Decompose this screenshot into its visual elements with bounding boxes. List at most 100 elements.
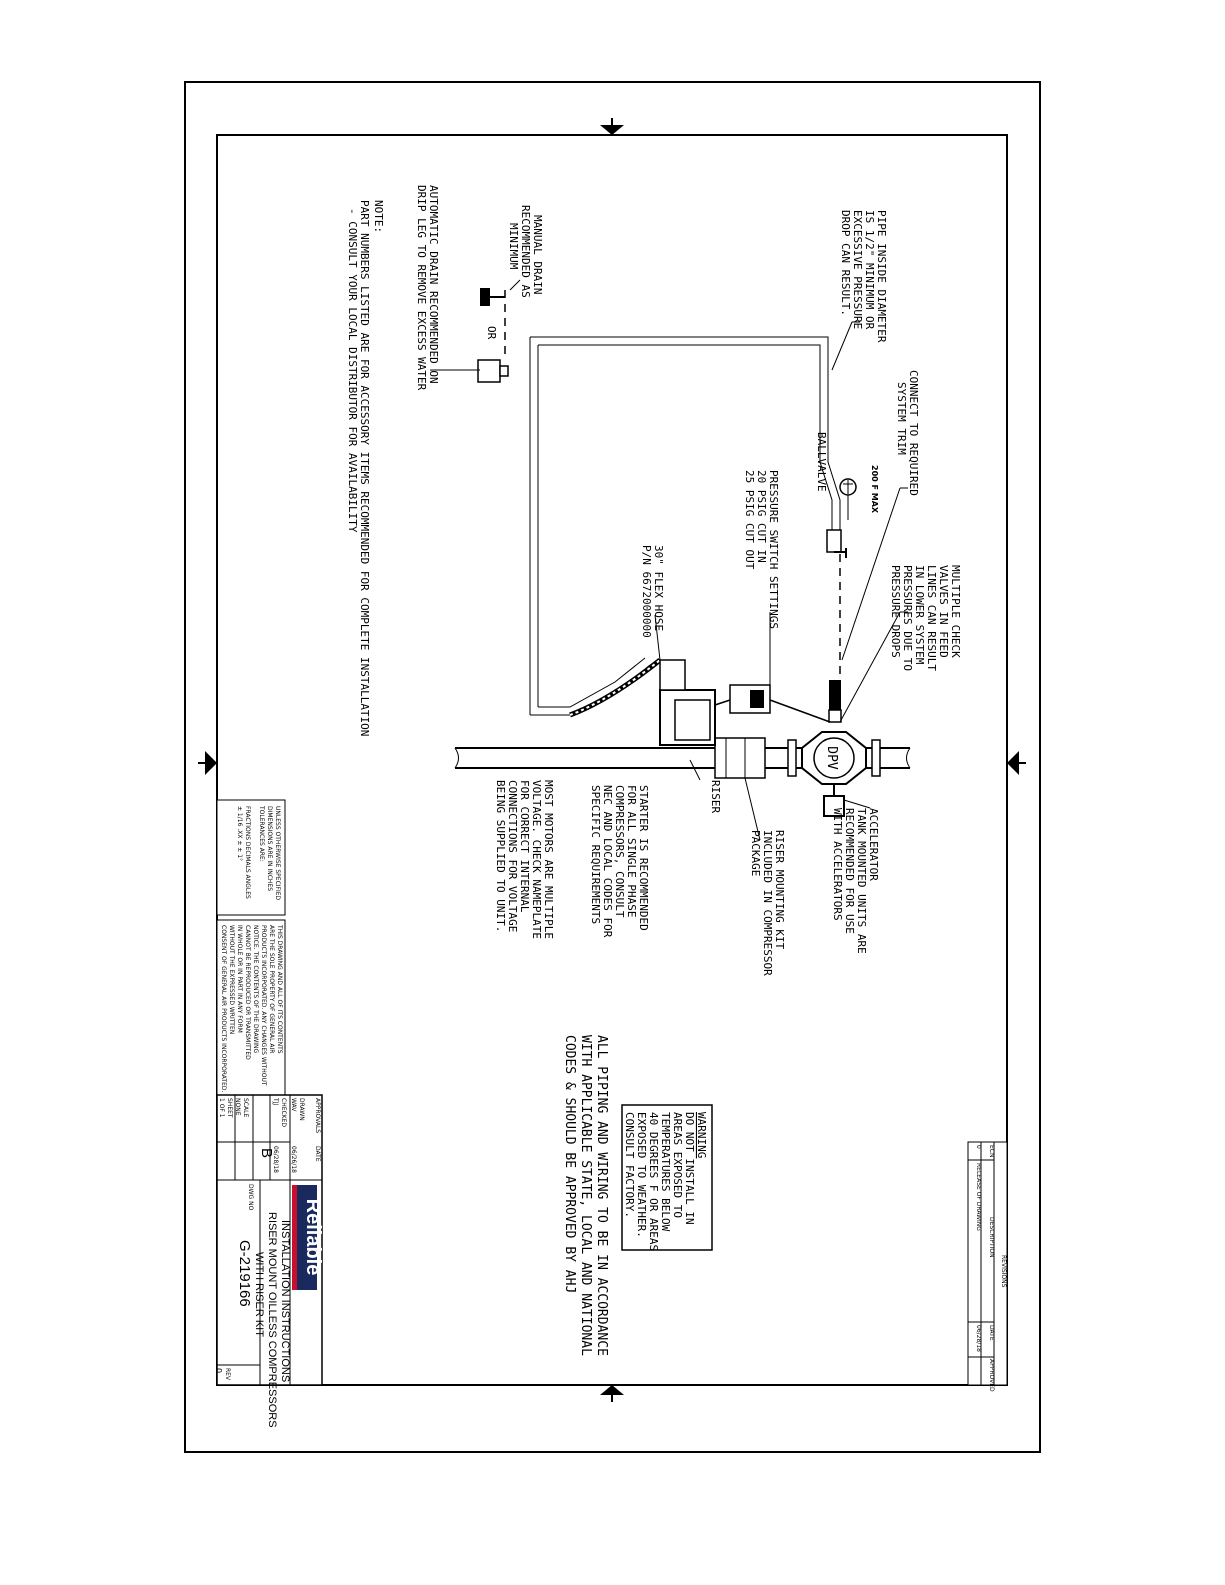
svg-text:REVISIONS: REVISIONS	[1000, 1255, 1007, 1288]
svg-text:TJJ: TJJ	[272, 1097, 279, 1105]
svg-text:VOLTAGE. CHECK NAMEPLATE: VOLTAGE. CHECK NAMEPLATE	[530, 780, 543, 939]
svg-text:CONNECTIONS FOR VOLTAGE: CONNECTIONS FOR VOLTAGE	[506, 780, 519, 932]
svg-text:MINIMUM: MINIMUM	[507, 223, 520, 270]
sheet-border	[184, 81, 1041, 1453]
svg-text:200 F MAX: 200 F MAX	[870, 465, 879, 514]
svg-text:PRESSURE SWITCH SETTINGS: PRESSURE SWITCH SETTINGS	[767, 470, 780, 629]
accelerator	[823, 784, 871, 817]
svg-text:RECOMMENDED AS: RECOMMENDED AS	[519, 205, 532, 298]
drawing-number: G-219166	[236, 1240, 253, 1307]
svg-text:CONSENT OF GENERAL AIR PRODUCT: CONSENT OF GENERAL AIR PRODUCTS INCORPOR…	[220, 925, 227, 1093]
manual-drain-valve	[480, 288, 505, 306]
svg-text:EXPOSED TO WEATHER.: EXPOSED TO WEATHER.	[635, 1112, 648, 1238]
svg-text:CANNOT BE REPRODUCED OR TRANSM: CANNOT BE REPRODUCED OR TRANSMITTED	[244, 925, 251, 1060]
svg-text:SCALE: SCALE	[242, 1098, 249, 1117]
flange-left	[787, 739, 797, 777]
svg-text:P/N 6672000000: P/N 6672000000	[640, 545, 653, 638]
svg-text:PART NUMBERS LISTED ARE FOR AC: PART NUMBERS LISTED ARE FOR ACCESSORY IT…	[358, 200, 371, 736]
svg-text:WITH ACCELERATORS: WITH ACCELERATORS	[831, 808, 844, 921]
center-mark-top	[600, 118, 624, 135]
svg-text:MANUAL DRAIN: MANUAL DRAIN	[531, 215, 544, 294]
svg-text:PRESSURES DUE TO: PRESSURES DUE TO	[901, 565, 914, 671]
svg-text:DROP CAN RESULT.: DROP CAN RESULT.	[839, 210, 852, 316]
center-mark-left	[198, 751, 217, 775]
note-ball-valve: BALLVALVE	[815, 432, 828, 492]
warning-box: WARNING DO NOT INSTALL IN AREAS EXPOSED …	[621, 1104, 713, 1251]
svg-text:1 OF 1: 1 OF 1	[218, 1098, 225, 1118]
note-connect-trim: CONNECT TO REQUIRED SYSTEM TRIM	[895, 370, 920, 496]
svg-text:DRAWN: DRAWN	[298, 1098, 305, 1121]
tolerance-block: UNLESS OTHERWISE SPECIFIED DIMENSIONS AR…	[216, 799, 286, 916]
note-or: OR	[485, 326, 498, 340]
svg-text:06/26/18: 06/26/18	[290, 1146, 297, 1173]
svg-text:APPROVED: APPROVED	[988, 1359, 995, 1392]
svg-text:- CONSULT YOUR LOCAL DISTRIBUT: - CONSULT YOUR LOCAL DISTRIBUTOR FOR AVA…	[346, 208, 359, 533]
svg-text:DATE: DATE	[314, 1146, 321, 1162]
svg-text:IN WHOLE OR IN PART IN ANY FOR: IN WHOLE OR IN PART IN ANY FORM	[236, 925, 243, 1033]
note-codes: ALL PIPING AND WIRING TO BE IN ACCORDANC…	[562, 1035, 609, 1356]
svg-text:NONE: NONE	[234, 1098, 241, 1116]
svg-text:NOTICE. THE CONTENTS OF THE DR: NOTICE. THE CONTENTS OF THE DRAWING	[252, 925, 259, 1054]
svg-text:IS 1/2" MINIMUM OR: IS 1/2" MINIMUM OR	[863, 210, 876, 330]
svg-text:DWG NO: DWG NO	[247, 1184, 254, 1211]
revision-number: 0	[214, 1368, 223, 1373]
warning-title: WARNING	[695, 1112, 708, 1158]
svg-text:AREAS EXPOSED TO: AREAS EXPOSED TO	[671, 1112, 684, 1218]
note-motors: MOST MOTORS ARE MULTIPLE VOLTAGE. CHECK …	[494, 780, 555, 939]
note-check-valves: MULTIPLE CHECK VALVES IN FEED LINES CAN …	[889, 565, 962, 671]
svg-text:0: 0	[975, 1145, 982, 1149]
svg-text:ARE THE SOLE PROPERTY OF GENER: ARE THE SOLE PROPERTY OF GENERAL AIR	[268, 925, 275, 1053]
center-mark-right	[1007, 751, 1026, 775]
svg-text:SYSTEM TRIM: SYSTEM TRIM	[895, 382, 908, 455]
svg-text:IN LOWER SYSTEM: IN LOWER SYSTEM	[913, 565, 926, 665]
svg-text:TOLERANCES ARE:: TOLERANCES ARE:	[258, 805, 265, 862]
flange-right	[871, 739, 881, 777]
note-accelerator: ACCELERATOR TANK MOUNTED UNITS ARE RECOM…	[831, 808, 880, 954]
svg-text:RISER MOUNTING KIT: RISER MOUNTING KIT	[773, 830, 786, 950]
flex-hose	[569, 658, 662, 718]
svg-text:RECOMMENDED FOR USE: RECOMMENDED FOR USE	[843, 808, 856, 934]
svg-text:NEC AND LOCAL CODES FOR: NEC AND LOCAL CODES FOR	[601, 785, 614, 938]
svg-text:BEING SUPPLIED TO UNIT.: BEING SUPPLIED TO UNIT.	[494, 780, 507, 932]
drawing-title-line-1: INSTALLATION INSTRUCTIONS	[279, 1220, 291, 1382]
note-pressure-switch: PRESSURE SWITCH SETTINGS 20 PSIG CUT IN …	[743, 470, 780, 629]
riser-mounting-kit	[714, 737, 766, 779]
svg-text:TANK MOUNTED UNITS ARE: TANK MOUNTED UNITS ARE	[855, 808, 868, 954]
proprietary-block: THIS DRAWING AND ALL OF ITS CONTENTS ARE…	[216, 919, 286, 1096]
svg-text:UNLESS OTHERWISE SPECIFIED: UNLESS OTHERWISE SPECIFIED	[274, 806, 281, 901]
check-valve-fitting	[828, 709, 842, 723]
svg-text:OR: OR	[485, 326, 498, 340]
revisions-block: REVISIONS ECN DESCRIPTION DATE APPROVED …	[967, 1141, 1008, 1392]
svg-text:MULTIPLE CHECK: MULTIPLE CHECK	[949, 565, 962, 658]
dpv-valve: DPV	[801, 731, 867, 785]
note-auto-drain: AUTOMATIC DRAIN RECOMMENDED ON DRIP LEG …	[415, 185, 440, 391]
svg-text:CHECKED: CHECKED	[280, 1098, 287, 1127]
svg-text:DATE: DATE	[988, 1325, 995, 1341]
svg-text:WITHOUT THE EXPRESSED WRITTEN: WITHOUT THE EXPRESSED WRITTEN	[228, 925, 235, 1034]
sheet-size: B	[258, 1148, 275, 1158]
svg-text:APPROVALS: APPROVALS	[314, 1098, 321, 1133]
note-starter: STARTER IS RECOMMENDED FOR ALL SINGLE PH…	[589, 785, 650, 938]
svg-text:FRACTIONS DECIMALS ANGLE: FRACTIONS DECIMALS ANGLES	[244, 806, 251, 899]
svg-text:TEMPERATURES BELOW: TEMPERATURES BELOW	[659, 1112, 672, 1232]
svg-text:PIPE INSIDE DIAMETER: PIPE INSIDE DIAMETER	[875, 210, 888, 343]
note-general: NOTE: PART NUMBERS LISTED ARE FOR ACCESS…	[346, 200, 385, 736]
svg-text:PRODUCTS INCORPORATED. ANY CHA: PRODUCTS INCORPORATED. ANY CHANGES WITHO…	[260, 925, 267, 1086]
drawing-title-line-3: WITH RISER KIT	[253, 1252, 265, 1337]
svg-text:± 1/16 .XX ± ±: ± 1/16 .XX ± ± 1°	[236, 806, 243, 861]
svg-text:20 PSIG CUT IN: 20 PSIG CUT IN	[755, 470, 768, 563]
note-temp-max: 200 F MAX	[870, 465, 879, 514]
note-riser: RISER	[709, 780, 722, 813]
svg-text:RISER: RISER	[709, 780, 722, 813]
svg-text:ECN: ECN	[988, 1145, 995, 1157]
svg-text:MOST MOTORS ARE MULTIPLE: MOST MOTORS ARE MULTIPLE	[542, 780, 555, 939]
drawing-title-line-2: RISER MOUNT OILLESS COMPRESSORS	[266, 1212, 278, 1428]
svg-text:BALLVALVE: BALLVALVE	[815, 432, 828, 492]
svg-text:LINES CAN RESULT: LINES CAN RESULT	[925, 565, 938, 671]
check-valve	[829, 680, 841, 710]
svg-text:AUTOMATIC DRAIN RECOMMENDED ON: AUTOMATIC DRAIN RECOMMENDED ON	[427, 185, 440, 384]
svg-text:VALVES IN FEED: VALVES IN FEED	[937, 565, 950, 658]
note-pipe-diameter: PIPE INSIDE DIAMETER IS 1/2" MINIMUM OR …	[839, 210, 888, 343]
